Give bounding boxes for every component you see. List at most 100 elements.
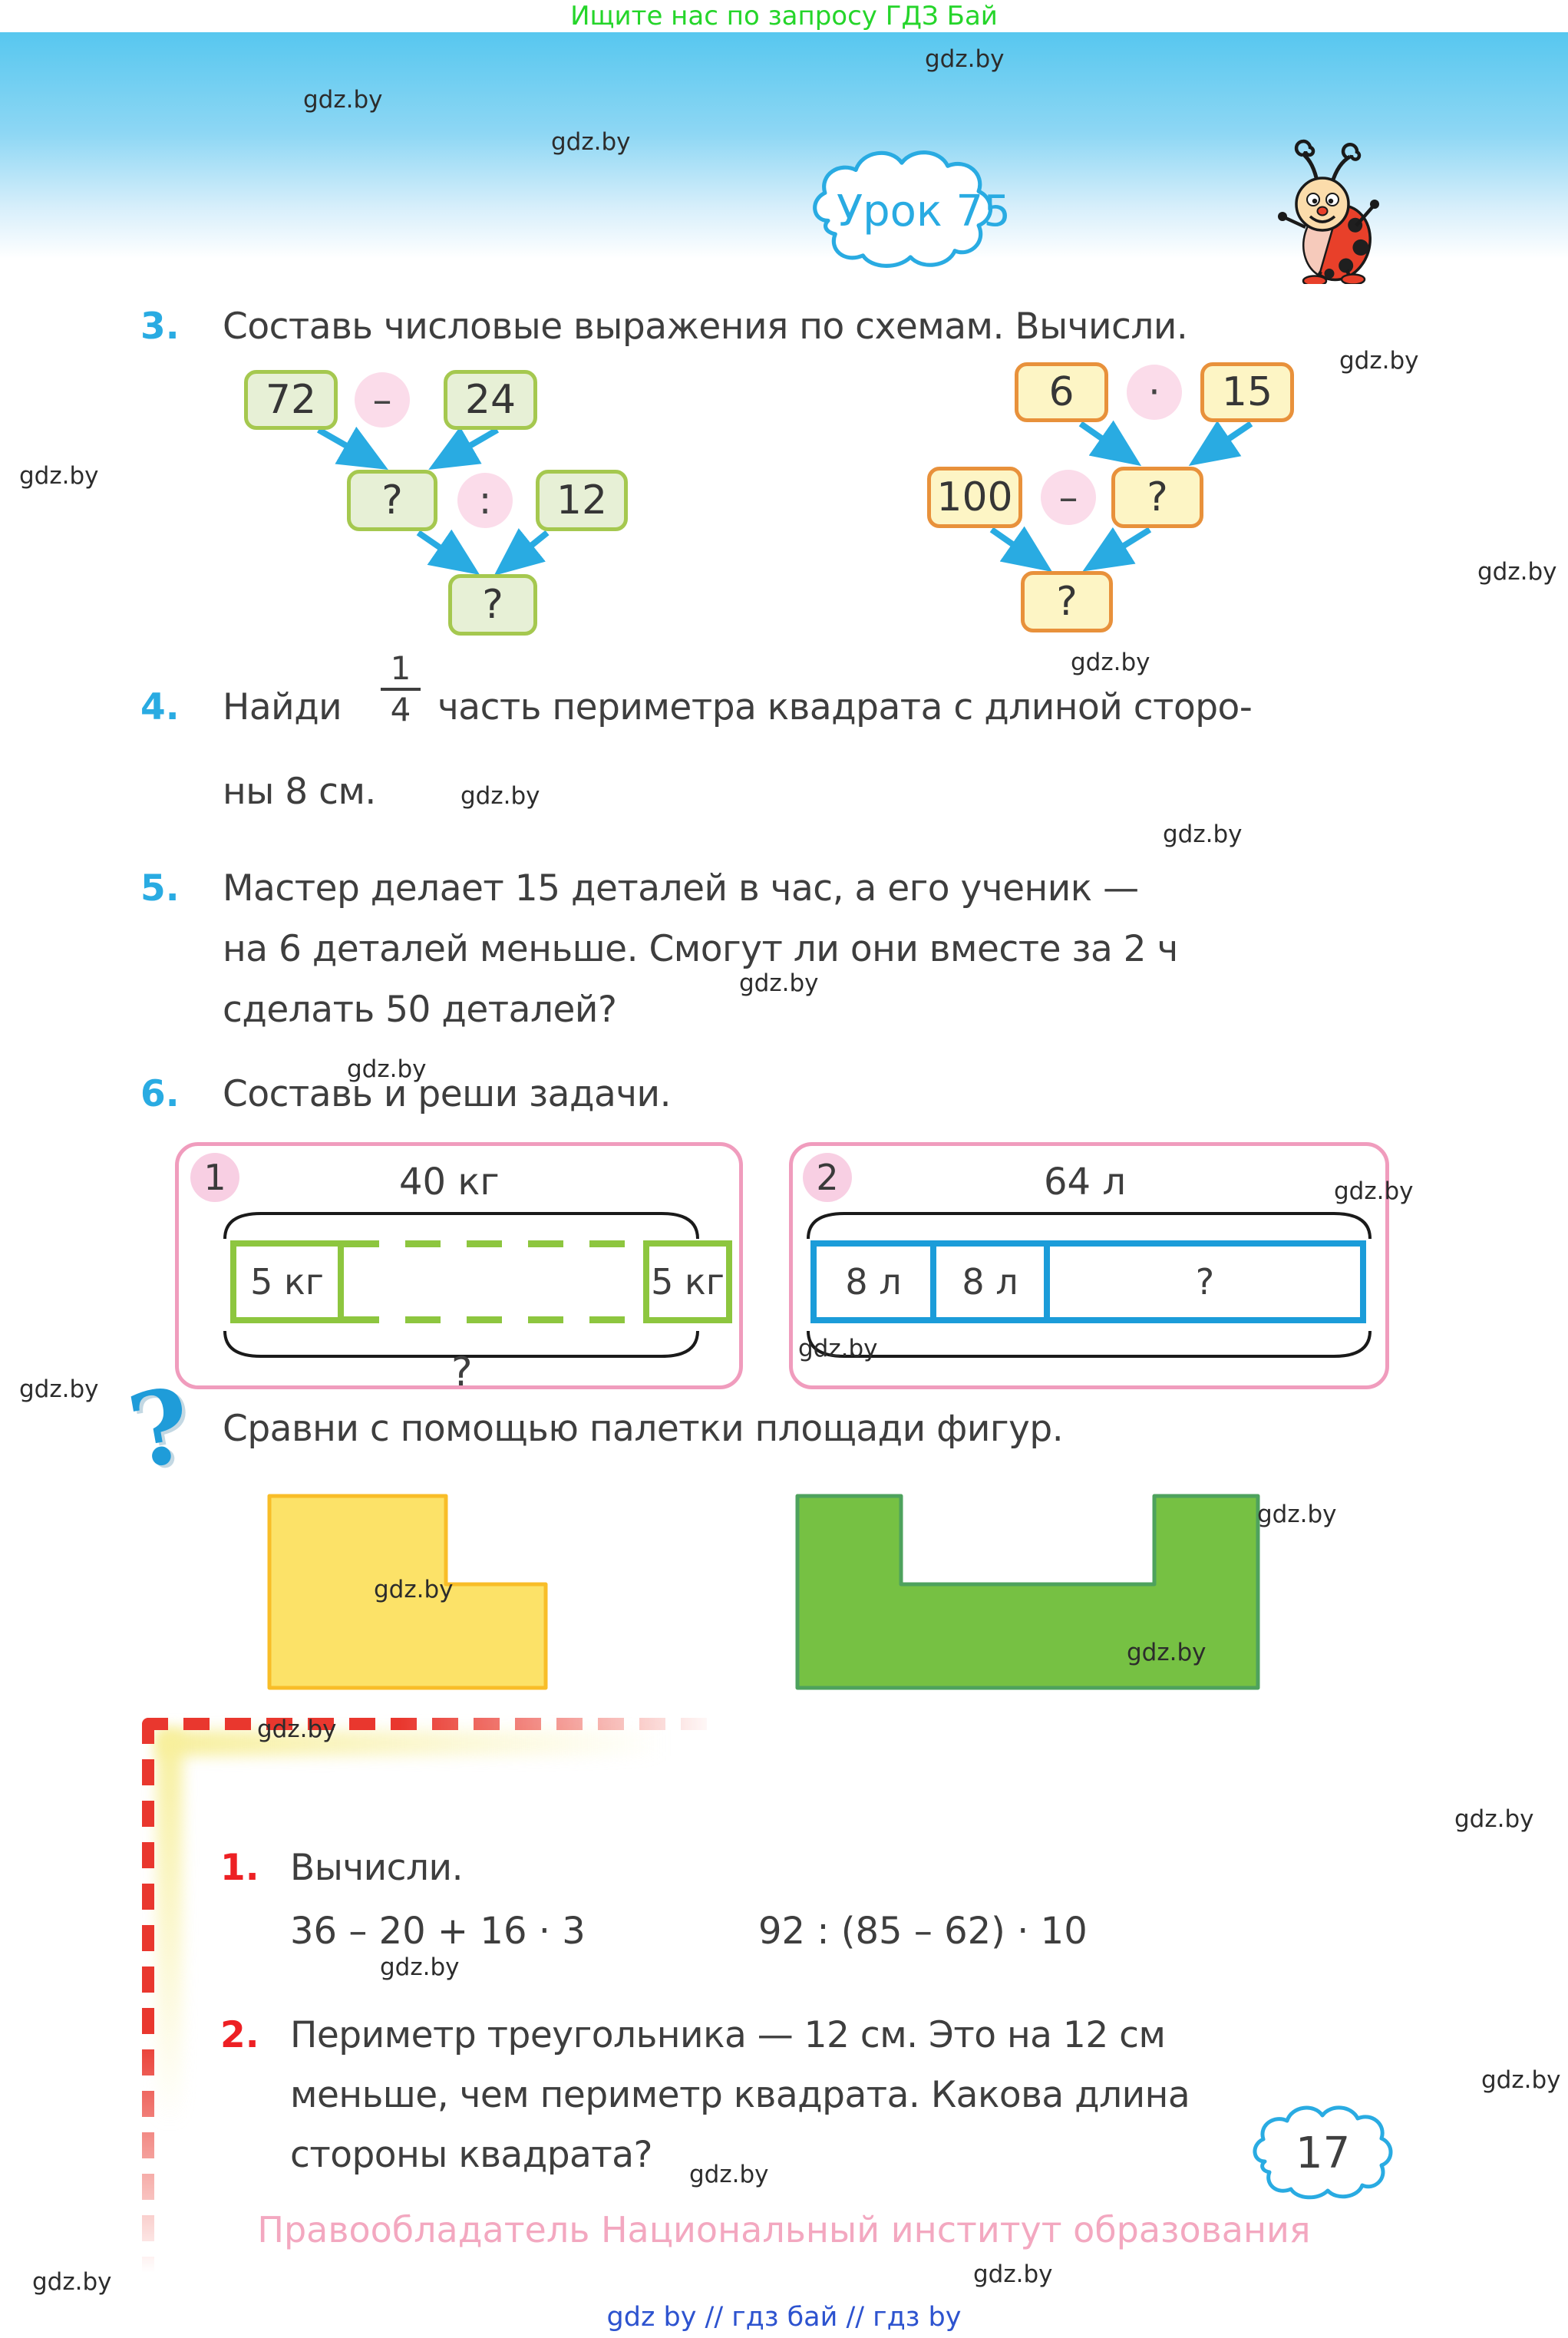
problem-5-line-3: сделать 50 деталей? xyxy=(223,989,617,1031)
ladybug-illustration xyxy=(1278,139,1379,284)
gdz-watermark: gdz.by xyxy=(460,782,540,810)
lesson-title: Урок 75 xyxy=(837,187,1011,236)
card-2-bar-segment-1: 8 л xyxy=(845,1261,902,1303)
gdz-watermark: gdz.by xyxy=(19,462,99,490)
gdz-watermark: gdz.by xyxy=(1257,1501,1337,1528)
dashed-border-left xyxy=(142,1718,154,2290)
gdz-watermark: gdz.by xyxy=(19,1375,99,1403)
gdz-watermark: gdz.by xyxy=(374,1576,454,1603)
banner-text: Ищите нас по запросу ГДЗ Бай xyxy=(570,1,998,31)
card-2-total-label: 64 л xyxy=(1044,1161,1127,1204)
footer-links-row[interactable]: gdz by // гдз бай // гдз by xyxy=(0,2304,1568,2331)
gdz-watermark: gdz.by xyxy=(303,86,383,114)
homework-1-expression-2: 92 : (85 – 62) · 10 xyxy=(758,1910,1088,1953)
gdz-watermark: gdz.by xyxy=(1071,649,1150,676)
homework-1-number: 1. xyxy=(220,1847,259,1889)
top-banner: Ищите нас по запросу ГДЗ Бай xyxy=(0,0,1568,32)
homework-1-title: Вычисли. xyxy=(290,1847,464,1889)
homework-1-expression-1: 36 – 20 + 16 · 3 xyxy=(290,1910,586,1953)
fraction-denominator: 4 xyxy=(390,691,411,728)
scheme-left-operand-c: 12 xyxy=(536,470,628,531)
scheme-left-operand-a: 72 xyxy=(244,370,338,430)
gdz-watermark: gdz.by xyxy=(739,969,819,997)
scheme-right-operator-1: · xyxy=(1127,365,1182,420)
card-1-bottom-brace xyxy=(223,1330,699,1358)
gdz-watermark: gdz.by xyxy=(925,45,1005,73)
scheme-left-result-1: ? xyxy=(347,470,437,531)
card-1-total-label: 40 кг xyxy=(399,1161,500,1204)
problem-5-number: 5. xyxy=(140,867,180,910)
lesson-cloud xyxy=(813,150,992,268)
frame-glow-horizontal xyxy=(158,1730,711,1756)
problem-5-line-2: на 6 деталей меньше. Смогут ли они вмест… xyxy=(223,928,1178,970)
gdz-watermark: gdz.by xyxy=(380,1953,460,1981)
problem-4-text-after: часть периметра квадрата с длиной сторо- xyxy=(437,686,1253,728)
problem-6-number: 6. xyxy=(140,1073,180,1115)
card-1-bar-dashed-bottom xyxy=(344,1316,643,1323)
scheme-right-operator-2: – xyxy=(1041,470,1096,525)
card-1-top-brace xyxy=(223,1212,699,1240)
card-1-question-mark: ? xyxy=(451,1349,473,1395)
scheme-right-result-2: ? xyxy=(1021,571,1113,632)
copyright-text: Правообладатель Национальный институт об… xyxy=(257,2209,1311,2250)
fraction-bar xyxy=(381,688,421,691)
gdz-watermark: gdz.by xyxy=(347,1055,427,1083)
green-u-shape-figure xyxy=(795,1494,1260,1690)
card-1-bar-dashed-top xyxy=(344,1240,643,1247)
fraction-numerator: 1 xyxy=(390,649,411,687)
page-number: 17 xyxy=(1296,2128,1351,2178)
problem-6-text: Составь и реши задачи. xyxy=(223,1073,672,1115)
card-2-bar-segment-2: 8 л xyxy=(930,1247,1044,1317)
yellow-l-shape-figure xyxy=(267,1494,548,1690)
problem-4-line-2: ны 8 см. xyxy=(223,771,376,813)
problem-5-line-1: Мастер делает 15 деталей в час, а его уч… xyxy=(223,867,1139,910)
scheme-right-result-1: ? xyxy=(1111,467,1203,528)
card-1-bar-left-segment: 5 кг xyxy=(230,1240,344,1323)
scheme-left-result-2: ? xyxy=(448,574,537,636)
homework-2-line-3: стороны квадрата? xyxy=(290,2134,653,2176)
gdz-watermark: gdz.by xyxy=(1127,1639,1207,1666)
scheme-left-operator-2: : xyxy=(457,473,513,528)
problem-4-number: 4. xyxy=(140,686,180,728)
gdz-watermark: gdz.by xyxy=(1334,1177,1414,1205)
question-mark-icon: ? xyxy=(120,1365,200,1493)
problem-3-text: Составь числовые выражения по схемам. Вы… xyxy=(223,305,1188,348)
homework-2-line-1: Периметр треугольника — 12 см. Это на 12… xyxy=(290,2014,1166,2056)
card-1-badge: 1 xyxy=(190,1153,239,1202)
card-2-bottom-brace xyxy=(807,1330,1372,1358)
gdz-watermark: gdz.by xyxy=(689,2161,769,2188)
gdz-watermark: gdz.by xyxy=(1454,1805,1534,1833)
footer-links[interactable]: gdz by // гдз бай // гдз by xyxy=(606,2302,962,2333)
frame-glow-vertical xyxy=(157,1730,183,2160)
scheme-arrows xyxy=(317,420,1253,576)
card-1-bar-right-segment: 5 кг xyxy=(643,1240,732,1323)
fraction-one-fourth: 1 4 xyxy=(381,652,421,726)
task-card-2 xyxy=(789,1142,1389,1389)
gdz-watermark: gdz.by xyxy=(1163,821,1243,848)
card-2-bar-segment-question: ? xyxy=(1044,1247,1360,1317)
scheme-left-operator-1: – xyxy=(355,372,410,428)
homework-2-line-2: меньше, чем периметр квадрата. Какова дл… xyxy=(290,2074,1190,2116)
problem-3-number: 3. xyxy=(140,305,180,348)
dashed-border-top xyxy=(142,1718,756,1730)
problem-4-text-before: Найди xyxy=(223,686,342,728)
gdz-watermark: gdz.by xyxy=(798,1335,878,1362)
gdz-watermark: gdz.by xyxy=(257,1716,337,1743)
compare-task-text: Сравни с помощью палетки площади фигур. xyxy=(223,1408,1064,1450)
gdz-watermark: gdz.by xyxy=(973,2260,1053,2288)
gdz-watermark: gdz.by xyxy=(1477,558,1557,586)
card-2-top-brace xyxy=(807,1212,1372,1240)
scheme-right-operand-a: 6 xyxy=(1015,362,1108,422)
homework-2-number: 2. xyxy=(220,2014,259,2056)
scheme-right-operand-b: 15 xyxy=(1200,362,1294,422)
scheme-left-operand-b: 24 xyxy=(444,370,537,430)
scheme-right-operand-c: 100 xyxy=(927,467,1022,528)
gdz-watermark: gdz.by xyxy=(1481,2066,1561,2094)
card-2-bar: 8 л 8 л ? xyxy=(810,1240,1366,1323)
gdz-watermark: gdz.by xyxy=(551,128,631,156)
gdz-watermark: gdz.by xyxy=(32,2268,112,2296)
page-number-cloud xyxy=(1253,2105,1393,2200)
card-2-badge: 2 xyxy=(803,1153,852,1202)
gdz-watermark: gdz.by xyxy=(1339,347,1419,375)
